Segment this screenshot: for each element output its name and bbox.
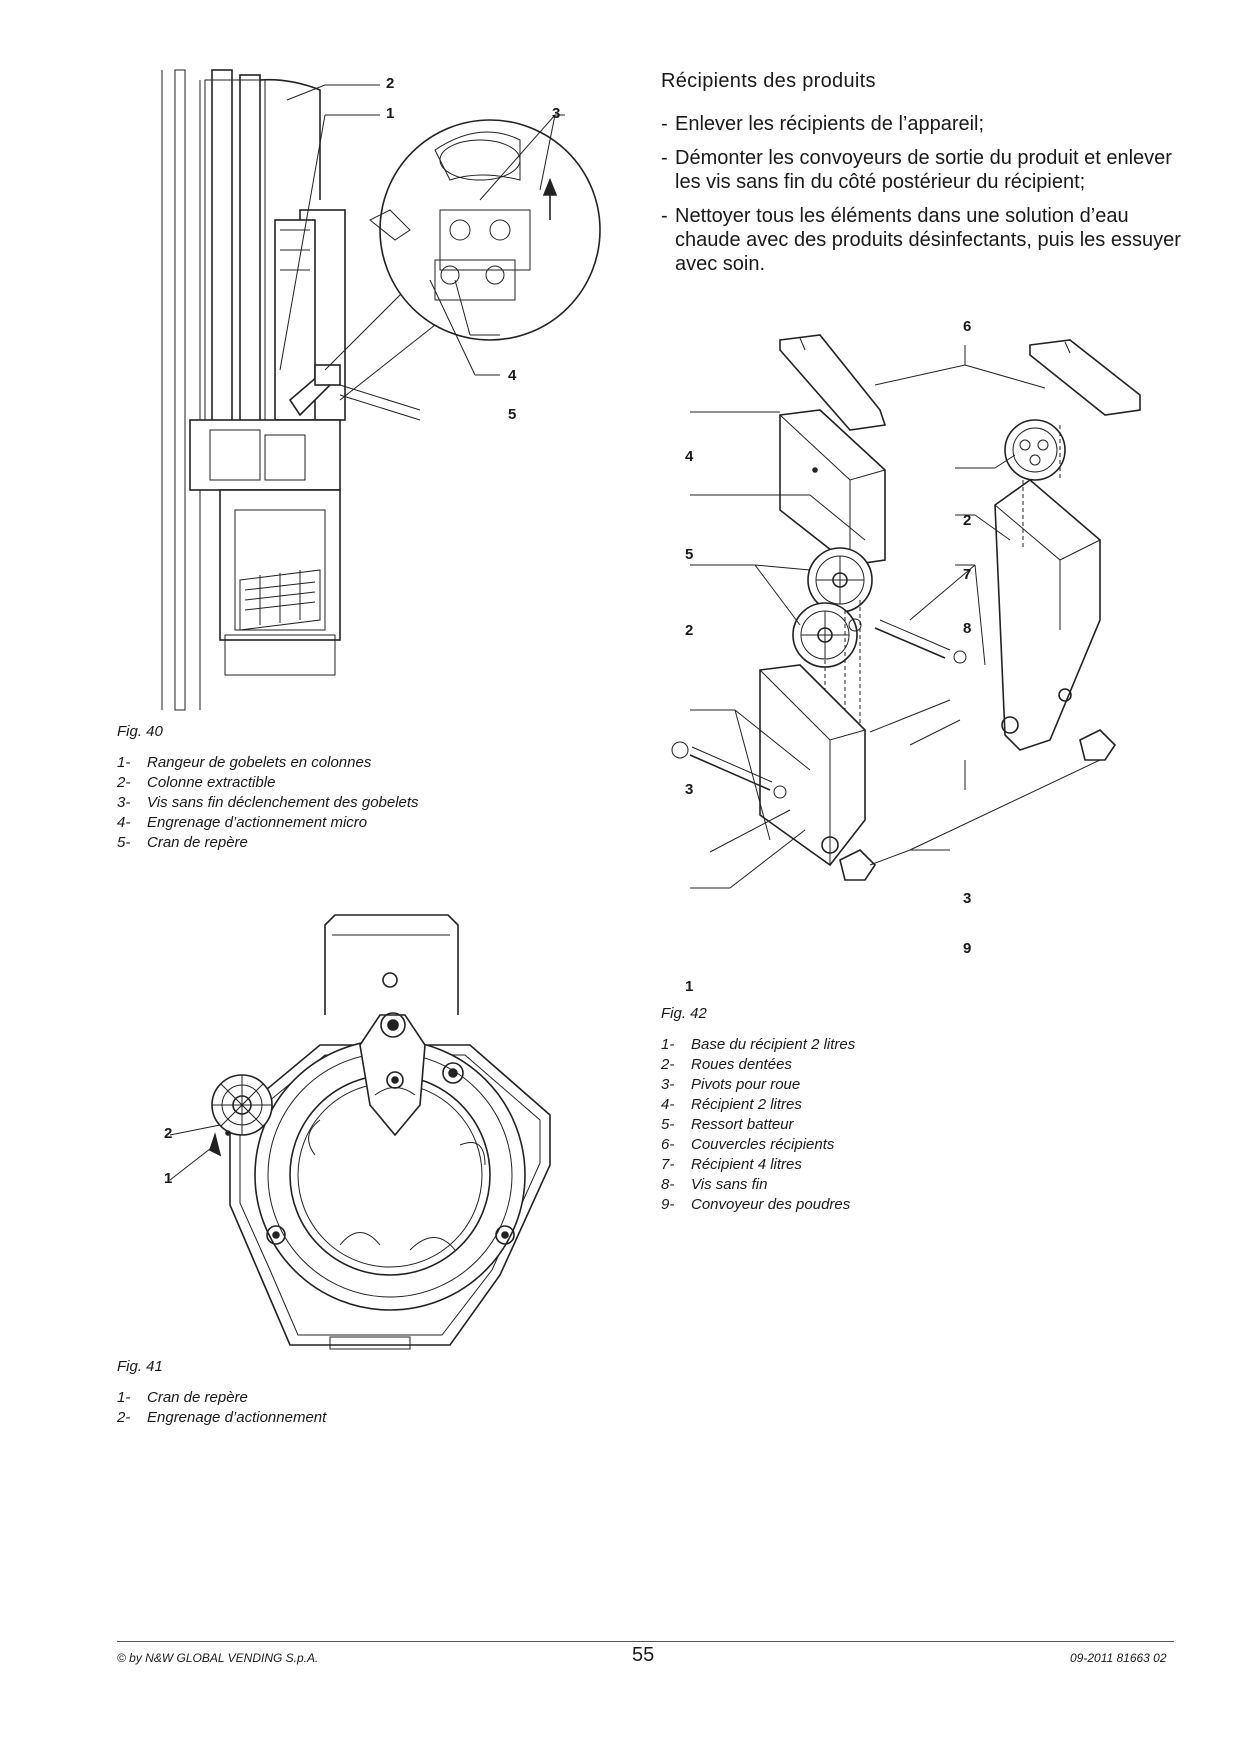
legend-item: 6-Couvercles récipients (661, 1136, 835, 1153)
legend-item: 7-Récipient 4 litres (661, 1156, 802, 1173)
fig42-callout-1: 1 (685, 978, 694, 995)
fig42-callout-2-left: 2 (685, 622, 694, 639)
instruction-step: -Démonter les convoyeurs de sortie du pr… (661, 147, 1172, 193)
legend-item: 1-Rangeur de gobelets en colonnes (117, 754, 372, 771)
legend-item: 1-Base du récipient 2 litres (661, 1036, 856, 1053)
legend-item: 3-Vis sans fin déclenchement des gobelet… (117, 794, 419, 811)
legend-item: 4-Engrenage d’actionnement micro (117, 814, 368, 831)
fig40-callout-4: 4 (508, 367, 517, 384)
fig42-callout-3-left: 3 (685, 781, 694, 798)
instruction-step: -Enlever les récipients de l’appareil; (661, 113, 985, 135)
fig41-caption: Fig. 41 (117, 1358, 163, 1375)
fig42-legend: 1-Base du récipient 2 litres 2-Roues den… (661, 1035, 855, 1215)
legend-item: 3-Pivots pour roue (661, 1076, 801, 1093)
fig41-callout-1: 1 (164, 1170, 173, 1187)
fig42-callout-4: 4 (685, 448, 694, 465)
footer-copyright: © by N&W GLOBAL VENDING S.p.A. (117, 1651, 319, 1665)
fig42-callout-7: 7 (963, 566, 972, 583)
legend-item: 2-Colonne extractible (117, 774, 276, 791)
fig40-caption: Fig. 40 (117, 723, 163, 740)
legend-item: 5-Ressort batteur (661, 1116, 794, 1133)
instruction-list: -Enlever les récipients de l’appareil; -… (661, 112, 1181, 286)
legend-item: 4-Récipient 2 litres (661, 1096, 802, 1113)
fig40-callout-3: 3 (552, 105, 561, 122)
fig40-callout-5: 5 (508, 406, 517, 423)
fig40-callout-1: 1 (386, 105, 395, 122)
fig42-callout-2-right: 2 (963, 512, 972, 529)
legend-item: 5-Cran de repère (117, 834, 248, 851)
legend-item: 9-Convoyeur des poudres (661, 1196, 851, 1213)
fig42-callout-5: 5 (685, 546, 694, 563)
fig41-legend: 1-Cran de repère 2-Engrenage d’actionnem… (117, 1388, 326, 1428)
fig42-callout-8: 8 (963, 620, 972, 637)
page-number: 55 (632, 1644, 655, 1666)
fig42-caption: Fig. 42 (661, 1005, 707, 1022)
fig42-callout-9: 9 (963, 940, 972, 957)
legend-item: 2-Roues dentées (661, 1056, 792, 1073)
fig42-callout-3-right: 3 (963, 890, 972, 907)
instruction-step: -Nettoyer tous les éléments dans une sol… (661, 205, 1181, 275)
legend-item: 2-Engrenage d’actionnement (117, 1409, 327, 1426)
fig42-callout-6: 6 (963, 318, 972, 335)
section-title: Récipients des produits (661, 70, 876, 92)
fig42-illustration (671, 334, 1141, 889)
fig40-illustration (161, 69, 601, 711)
fig41-callout-2: 2 (164, 1125, 173, 1142)
fig40-callout-2: 2 (386, 75, 395, 92)
fig40-legend: 1-Rangeur de gobelets en colonnes 2-Colo… (117, 753, 419, 853)
fig41-illustration (169, 914, 551, 1350)
legend-item: 8-Vis sans fin (661, 1176, 768, 1193)
footer-doc-code: 09-2011 81663 02 (1070, 1651, 1167, 1665)
footer-divider (117, 1641, 1174, 1642)
legend-item: 1-Cran de repère (117, 1389, 248, 1406)
